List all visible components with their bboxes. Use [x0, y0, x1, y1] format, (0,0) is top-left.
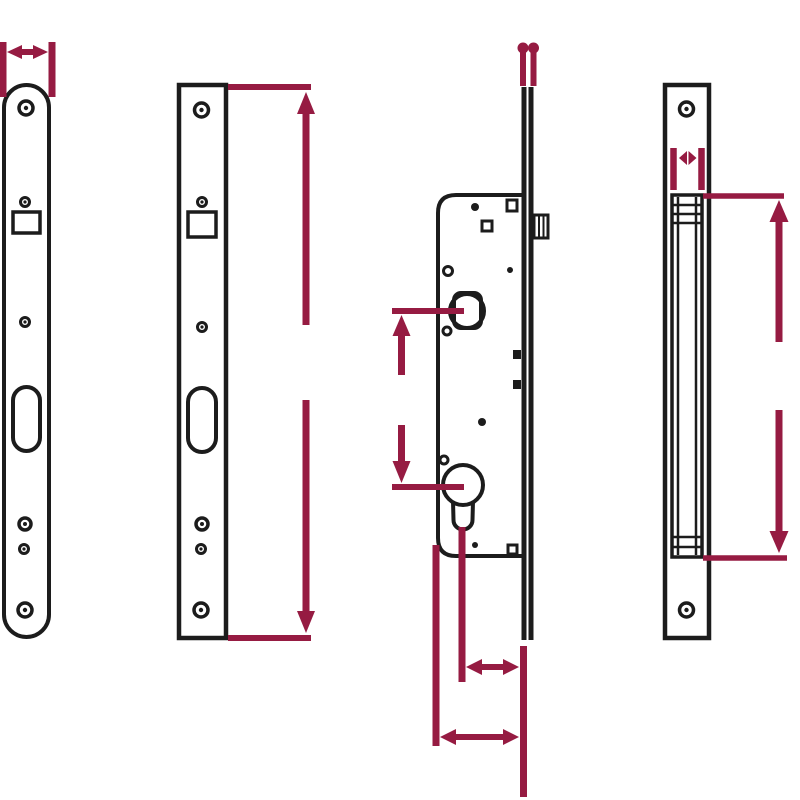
pin-hole — [18, 543, 30, 555]
screw-hole-center — [200, 522, 204, 526]
screw-hole-center — [198, 607, 204, 613]
screw-hole — [677, 601, 696, 619]
pin-hole-center — [22, 547, 26, 551]
plate-outline — [662, 82, 712, 641]
pin-hole — [19, 316, 31, 328]
screw-hole-center — [22, 607, 28, 613]
centres-dim-arrowhead-down — [392, 461, 411, 483]
pin-hole — [19, 196, 31, 208]
fixing-hole — [442, 265, 454, 277]
square-port — [506, 543, 519, 556]
faceplate-lug — [513, 380, 521, 389]
screw-hole — [17, 516, 33, 532]
lock-body-side-view — [436, 87, 550, 640]
screw-hole-center — [684, 106, 689, 112]
pin-hole-center — [23, 200, 27, 204]
rivet-dot — [471, 203, 479, 211]
pin-hole-center — [23, 320, 27, 324]
screw-hole — [16, 601, 34, 619]
screw-hole — [194, 516, 210, 532]
case-depth-dim-arrowhead-left — [440, 729, 456, 745]
width-dim-arrowhead — [33, 45, 48, 59]
square-port — [480, 219, 494, 233]
lock-case-outline — [436, 193, 524, 558]
square-port — [505, 198, 519, 213]
centres-dim-arrowhead-up — [392, 315, 411, 336]
channel-height-dim-arrowhead-up — [769, 200, 789, 222]
fixing-hole — [438, 454, 450, 466]
rounded-faceplate-front-view — [2, 83, 51, 639]
faceplate-outline — [2, 83, 51, 639]
faceplate-lug — [513, 350, 521, 359]
dimension-annotations — [0, 42, 789, 797]
channel-outline — [670, 193, 704, 559]
rivet-dot — [478, 418, 486, 426]
oval-slot — [11, 385, 42, 453]
pin-hole — [195, 543, 207, 555]
pin-hole-center — [200, 200, 204, 204]
screw-hole-center — [199, 107, 204, 113]
square-faceplate-front-view — [176, 82, 229, 641]
height-dim-arrowhead-up — [297, 92, 315, 114]
case-depth-dim-arrowhead-right — [503, 729, 519, 745]
screw-hole-center — [23, 522, 27, 526]
screw-hole-center — [684, 607, 689, 613]
pin-hole — [196, 196, 208, 208]
channel-height-dim-arrowhead-down — [769, 531, 789, 553]
width-dim-arrowhead — [7, 45, 22, 59]
oval-slot — [186, 386, 218, 454]
height-dim-arrowhead-down — [297, 611, 315, 633]
screw-hole — [17, 99, 35, 117]
screw-hole — [192, 101, 211, 119]
rivet-dot — [507, 267, 513, 273]
screw-hole — [677, 100, 696, 118]
rivet-dot — [472, 542, 478, 548]
backset-dim-arrowhead-left — [466, 659, 482, 675]
screw-hole-center — [23, 105, 29, 111]
square-cutout — [186, 210, 218, 239]
faceplate-outline — [176, 82, 229, 641]
channel-width-dim-arrowhead-left — [679, 151, 687, 165]
channel-width-dim-arrowhead-right — [688, 151, 697, 165]
backset-dim-arrowhead-right — [503, 659, 519, 675]
fixing-hole — [441, 325, 453, 337]
square-cutout — [11, 210, 42, 235]
screw-hole — [192, 601, 210, 619]
pin-hole-center — [200, 325, 204, 329]
channel-plate-front-view — [662, 82, 712, 641]
latch-keep-bracket — [532, 213, 550, 240]
pin-hole — [196, 321, 208, 333]
pin-hole-center — [199, 547, 203, 551]
